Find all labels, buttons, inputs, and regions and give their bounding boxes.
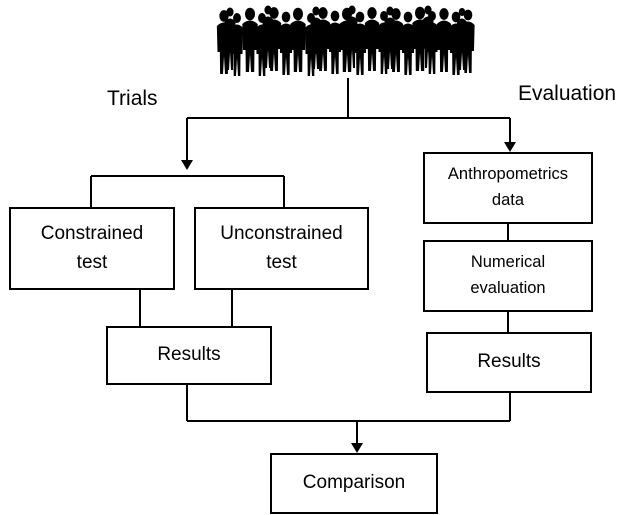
constrained-test-label: Constrained test bbox=[40, 223, 144, 273]
arrowheads bbox=[181, 142, 516, 453]
people-crowd-icon bbox=[216, 5, 475, 76]
constrained-test-box: Constrained test bbox=[9, 207, 175, 290]
results-left-box: Results bbox=[106, 326, 272, 385]
comparison-label: Comparison bbox=[302, 472, 406, 494]
comparison-box: Comparison bbox=[270, 453, 438, 514]
results-right-box: Results bbox=[426, 332, 592, 393]
results-left-label: Results bbox=[157, 344, 221, 366]
trials-heading: Trials bbox=[107, 87, 158, 110]
unconstrained-test-box: Unconstrained test bbox=[194, 207, 369, 290]
numerical-evaluation-box: Numerical evaluation bbox=[423, 240, 593, 312]
unconstrained-test-label: Unconstrained test bbox=[220, 223, 343, 273]
results-right-label: Results bbox=[477, 351, 541, 373]
anthropometrics-data-label: Anthropometrics data bbox=[447, 165, 569, 209]
connector-lines bbox=[90, 78, 511, 443]
numerical-evaluation-label: Numerical evaluation bbox=[470, 253, 546, 297]
evaluation-heading: Evaluation bbox=[518, 82, 617, 105]
anthropometrics-data-box: Anthropometrics data bbox=[423, 152, 593, 224]
